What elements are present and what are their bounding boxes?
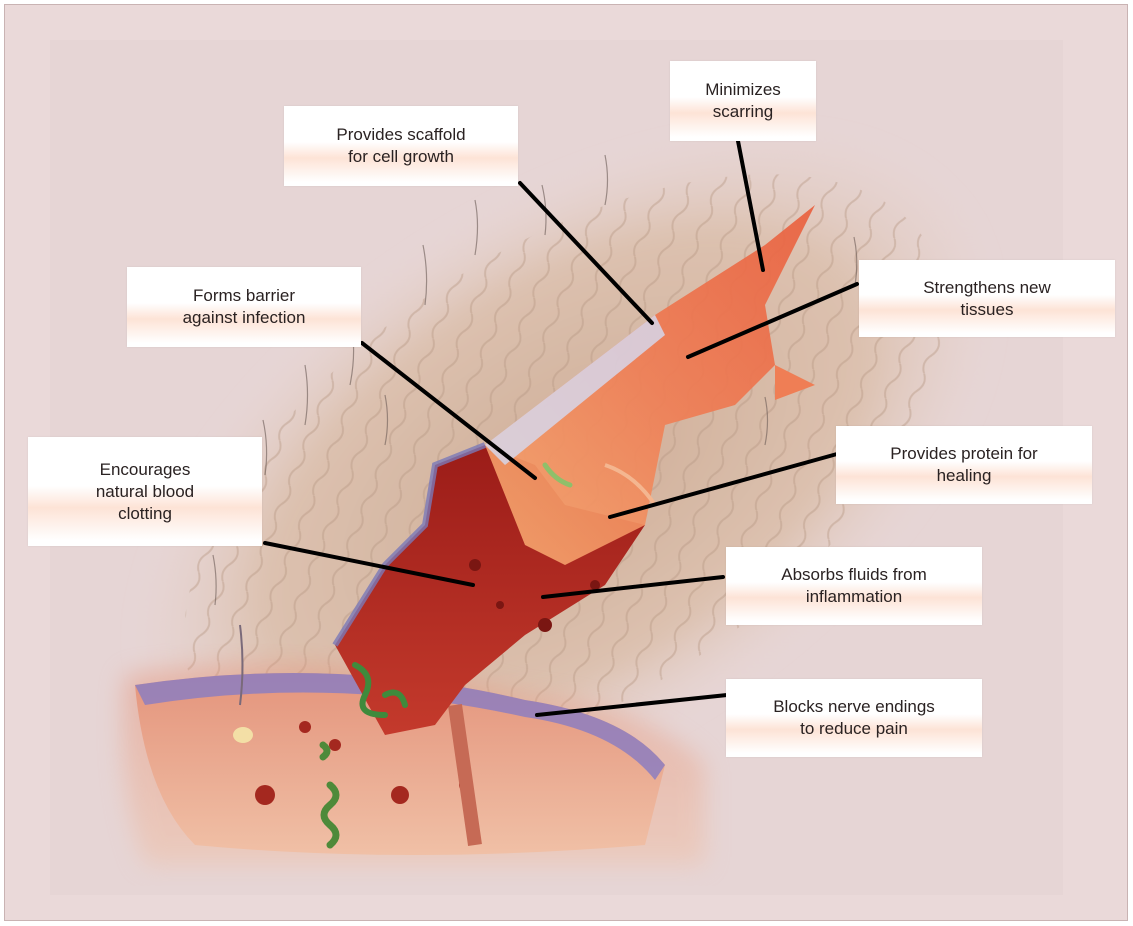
callout-strengthens: Strengthens new tissues: [859, 260, 1115, 337]
callout-scarring: Minimizes scarring: [670, 61, 816, 141]
callout-protein: Provides protein for healing: [836, 426, 1092, 504]
diagram-frame: Provides scaffold for cell growth Minimi…: [4, 4, 1128, 921]
callout-fluids: Absorbs fluids from inflammation: [726, 547, 982, 625]
callout-clotting: Encourages natural blood clotting: [28, 437, 262, 546]
callout-nerve: Blocks nerve endings to reduce pain: [726, 679, 982, 757]
callout-scaffold: Provides scaffold for cell growth: [284, 106, 518, 186]
callout-barrier: Forms barrier against infection: [127, 267, 361, 347]
